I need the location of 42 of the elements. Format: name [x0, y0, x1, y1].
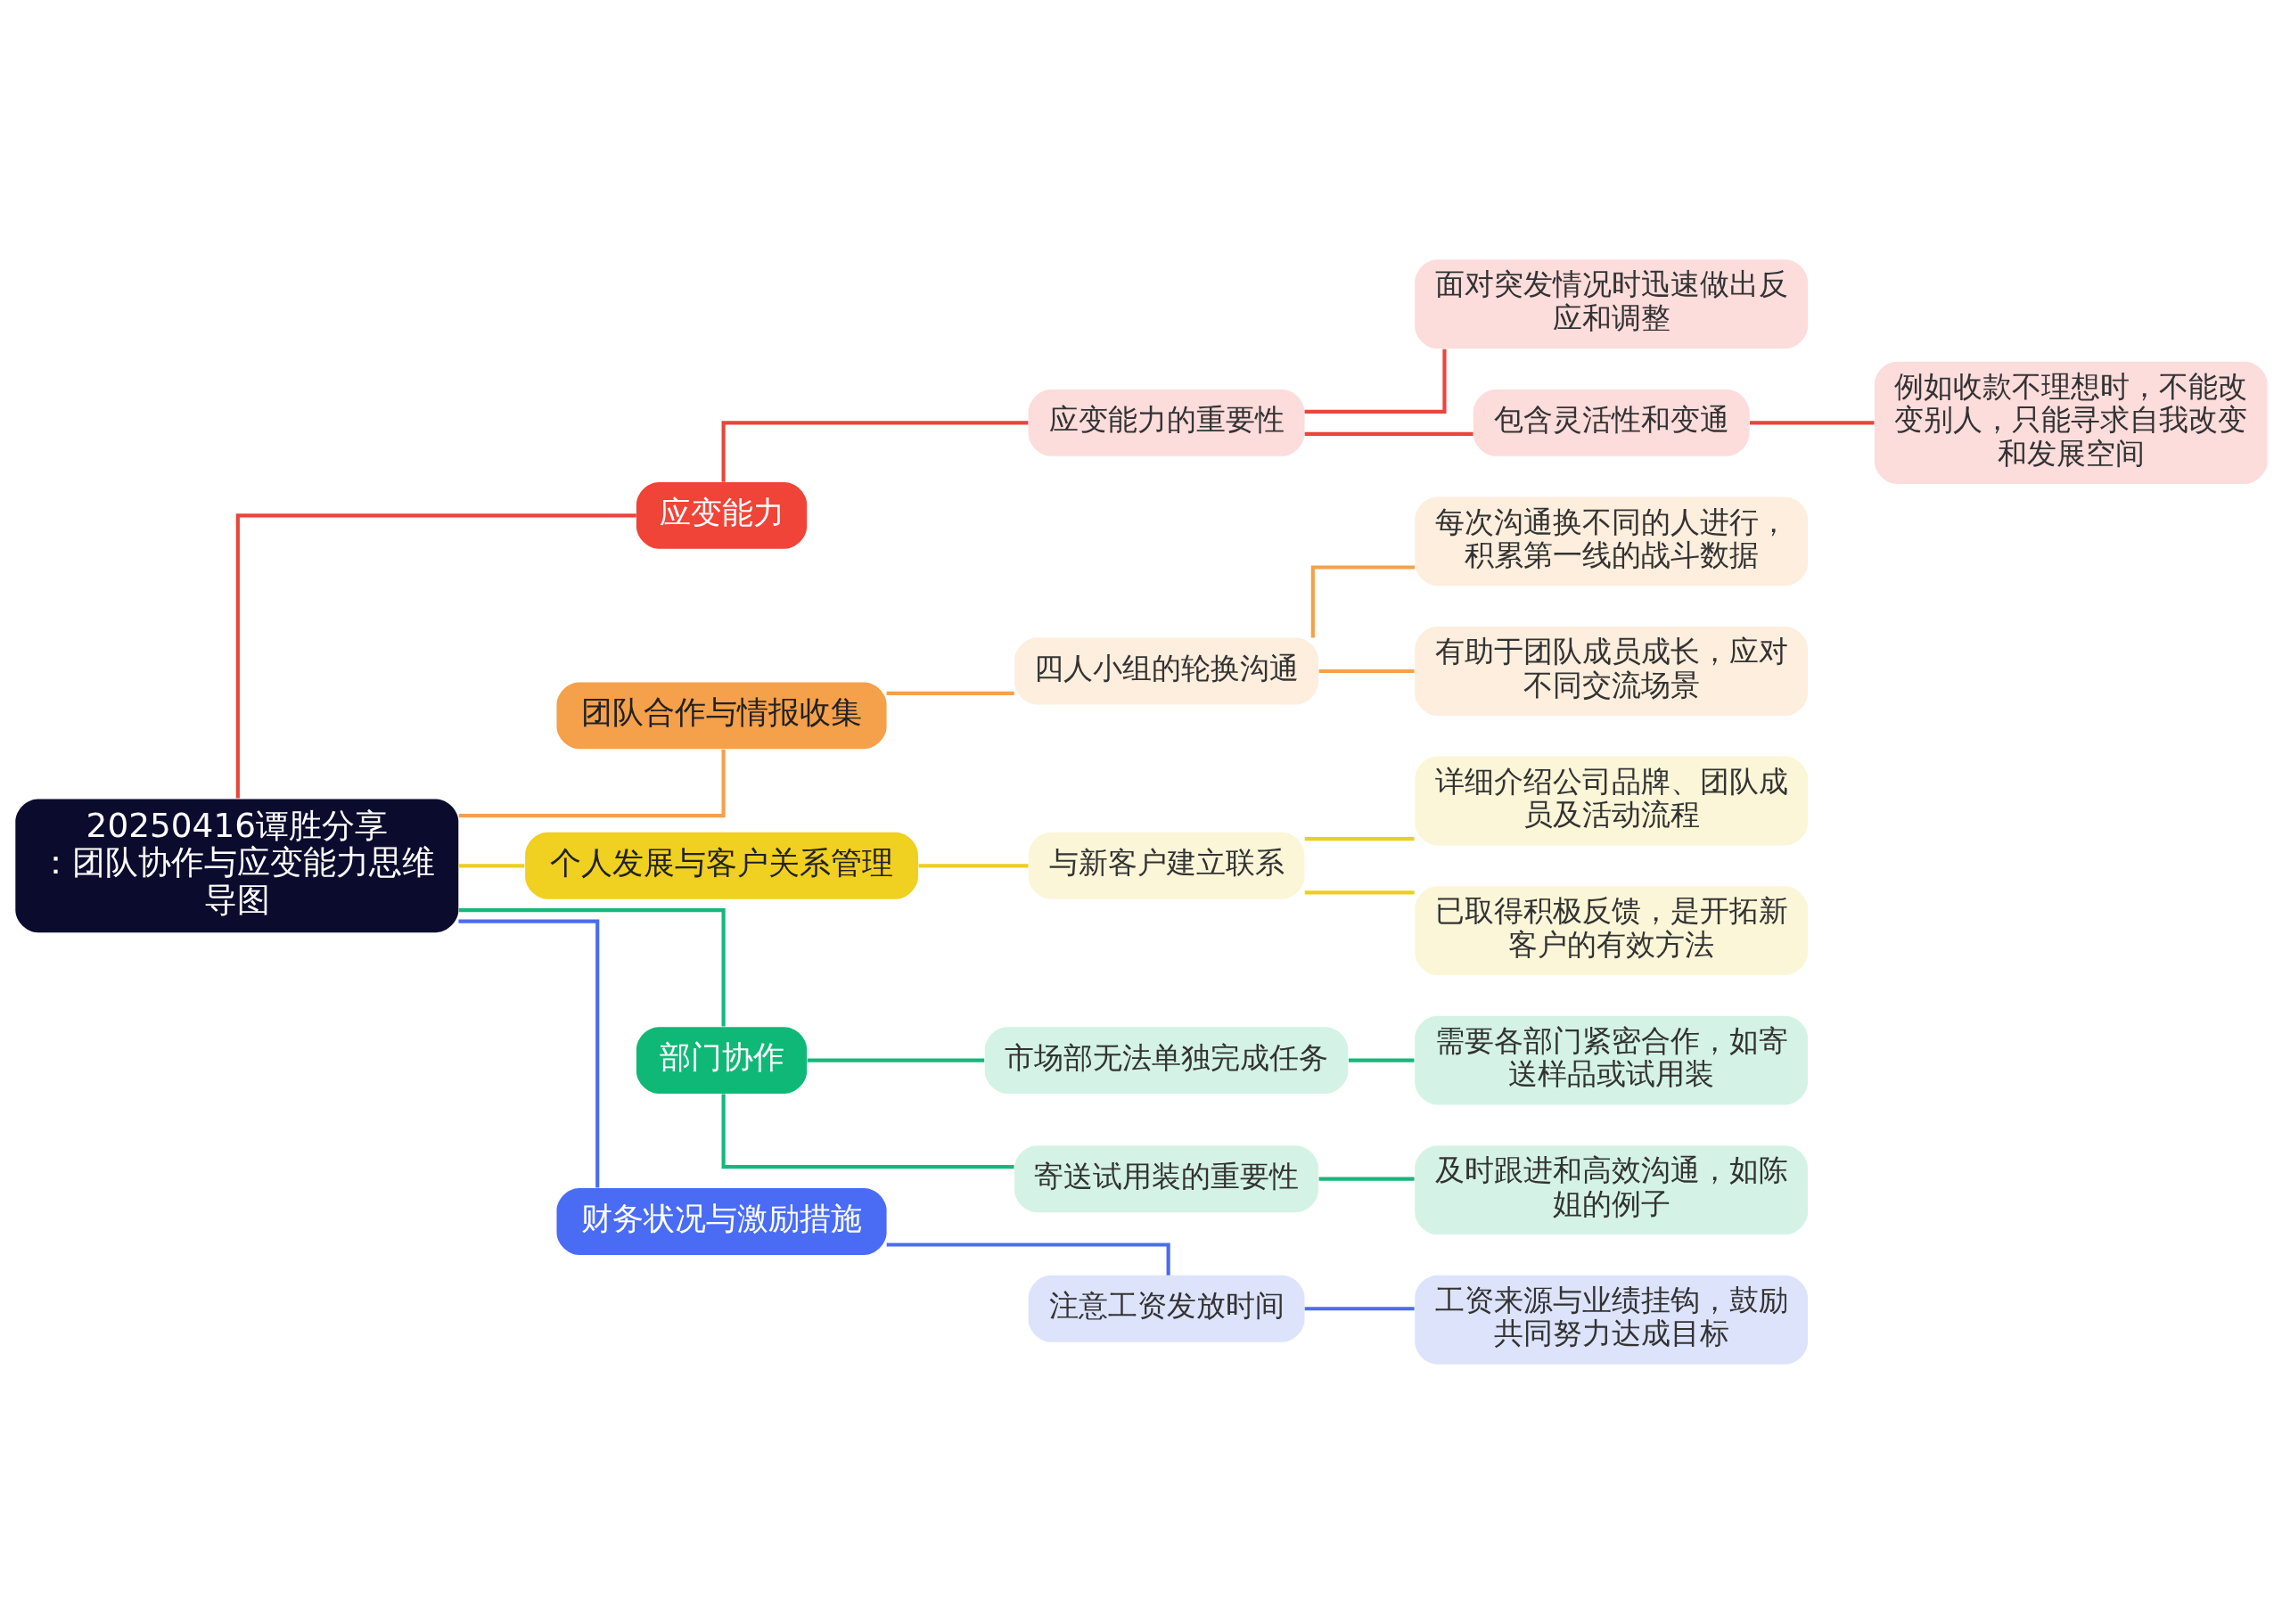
node-box: 面对突发情况时迅速做出反应和调整: [1414, 259, 1808, 349]
connector: [1304, 431, 1473, 436]
connector: [1304, 1307, 1415, 1311]
connector: [235, 513, 636, 799]
connector: [458, 749, 726, 818]
node-box: 个人发展与客户关系管理: [524, 832, 918, 899]
connector: [1304, 890, 1415, 895]
connector: [1304, 349, 1447, 414]
node-box: 部门协作: [636, 1027, 807, 1095]
node-box: 财务状况与激励措施: [556, 1188, 887, 1255]
connector: [458, 864, 524, 868]
connector: [1310, 565, 1415, 638]
connector: [918, 864, 1028, 868]
node-box: 团队合作与情报收集: [556, 682, 887, 750]
node-box: 详细介绍公司品牌、团队成员及活动流程: [1414, 756, 1808, 846]
connector: [458, 908, 726, 1027]
node-box: 注意工资发放时间: [1028, 1275, 1304, 1342]
node-box: 市场部无法单独完成任务: [984, 1027, 1348, 1095]
node-box: 需要各部门紧密合作，如寄送样品或试用装: [1414, 1015, 1808, 1105]
node-box: 已取得积极反馈，是开拓新客户的有效方法: [1414, 886, 1808, 975]
node-box: 应变能力的重要性: [1028, 389, 1304, 456]
connector: [721, 1094, 1014, 1169]
connector: [1348, 1058, 1414, 1062]
node-box: 例如收款不理想时，不能改变别人，只能寻求自我改变和发展空间: [1874, 361, 2268, 484]
node-box: 寄送试用装的重要性: [1014, 1145, 1318, 1213]
connector: [1749, 421, 1874, 425]
connector: [1318, 668, 1414, 674]
node-box: 工资来源与业绩挂钩，鼓励共同努力达成目标: [1414, 1275, 1808, 1365]
connector: [1318, 1177, 1414, 1181]
connector: [457, 919, 599, 1188]
connector: [807, 1058, 984, 1062]
connector: [721, 421, 1028, 482]
node-box: 应变能力: [636, 481, 807, 549]
node-box: 有助于团队成员成长，应对不同交流场景: [1414, 627, 1808, 716]
node-box: 包含灵活性和变通: [1473, 389, 1749, 456]
connector: [1304, 837, 1415, 841]
node-box: 与新客户建立联系: [1028, 832, 1304, 899]
node-box: 每次沟通换不同的人进行，积累第一线的战斗数据: [1414, 496, 1808, 586]
node-box: 四人小组的轮换沟通: [1014, 637, 1318, 705]
connector: [886, 691, 1014, 695]
node-box: 20250416谭胜分享：团队协作与应变能力思维导图: [14, 799, 458, 933]
node-box: 及时跟进和高效沟通，如陈姐的例子: [1414, 1145, 1808, 1235]
